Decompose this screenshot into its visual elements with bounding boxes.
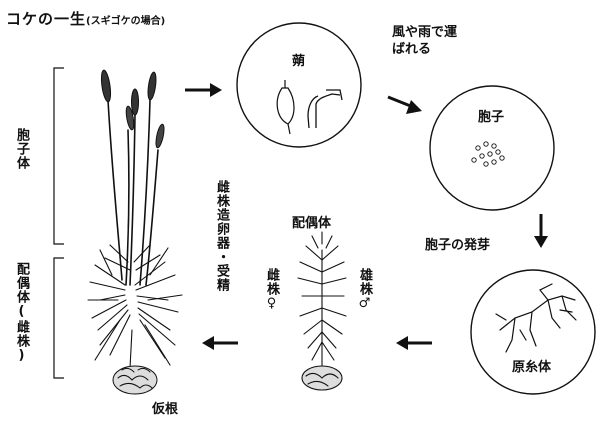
capsule-circle [237,23,361,147]
rhizoid-label: 仮根 [152,398,178,417]
gametophyte-label: 配偶体 [292,212,331,231]
male-plant-label: 雄株♂ [355,268,374,312]
carried-label: 風や雨で運ばれる [392,24,460,58]
spore-label: 胞子 [478,106,504,125]
arrow-to-capsule [185,83,222,97]
spore-circle [430,86,554,210]
arrow-to-spore [388,97,422,114]
gametophyte-female-label: 配偶体(雌株) [12,262,31,364]
young-gametophyte-plant [298,232,346,390]
female-plant-label: 雌株♀ [262,268,281,312]
arrow-to-mature-plant [202,336,238,350]
germination-label: 胞子の発芽 [425,234,490,253]
arrow-to-protonema [534,214,548,248]
gametophyte-bracket [54,258,64,378]
protonema-label: 原糸体 [512,356,551,375]
spore-dots [472,142,504,166]
sporophyte-label: 胞子体 [12,128,31,170]
arrow-to-gametophyte [396,336,432,350]
capsule-label: 蒴 [292,50,305,69]
mature-moss-plant [88,70,182,394]
protonema-circle [471,270,595,394]
fertilization-label: 雌株造卵器・受精 [212,180,231,292]
sporophyte-bracket [54,68,64,244]
